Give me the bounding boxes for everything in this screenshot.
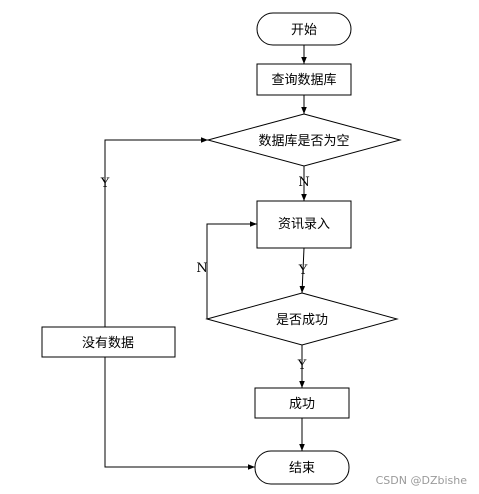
watermark-text: CSDN @DZbishe (376, 474, 468, 487)
query-db-label: 查询数据库 (271, 72, 336, 88)
edge-label-empty-yes: Y (100, 176, 110, 191)
edge-label-success-no: N (196, 261, 207, 276)
connector-success-no-loop (206, 221, 257, 319)
success-label: 成功 (289, 397, 315, 412)
no-data-label: 没有数据 (82, 336, 134, 351)
start-label: 开始 (291, 23, 317, 38)
success-process (254, 387, 350, 419)
input-record-label: 资讯录入 (278, 217, 330, 232)
end-label: 结束 (289, 461, 315, 476)
is-success-label: 是否成功 (276, 313, 328, 328)
no-data-process (41, 326, 176, 358)
query-db-process (256, 63, 352, 96)
connector-empty-yes (104, 137, 208, 327)
edge-label-success-yes: Y (297, 358, 307, 373)
connector-nodata-to-end (104, 357, 255, 470)
db-empty-label: 数据库是否为空 (258, 133, 349, 149)
edge-label-input-yes: Y (298, 263, 308, 278)
connector-input-to-check (299, 247, 306, 294)
edge-label-empty-no: N (298, 175, 309, 190)
